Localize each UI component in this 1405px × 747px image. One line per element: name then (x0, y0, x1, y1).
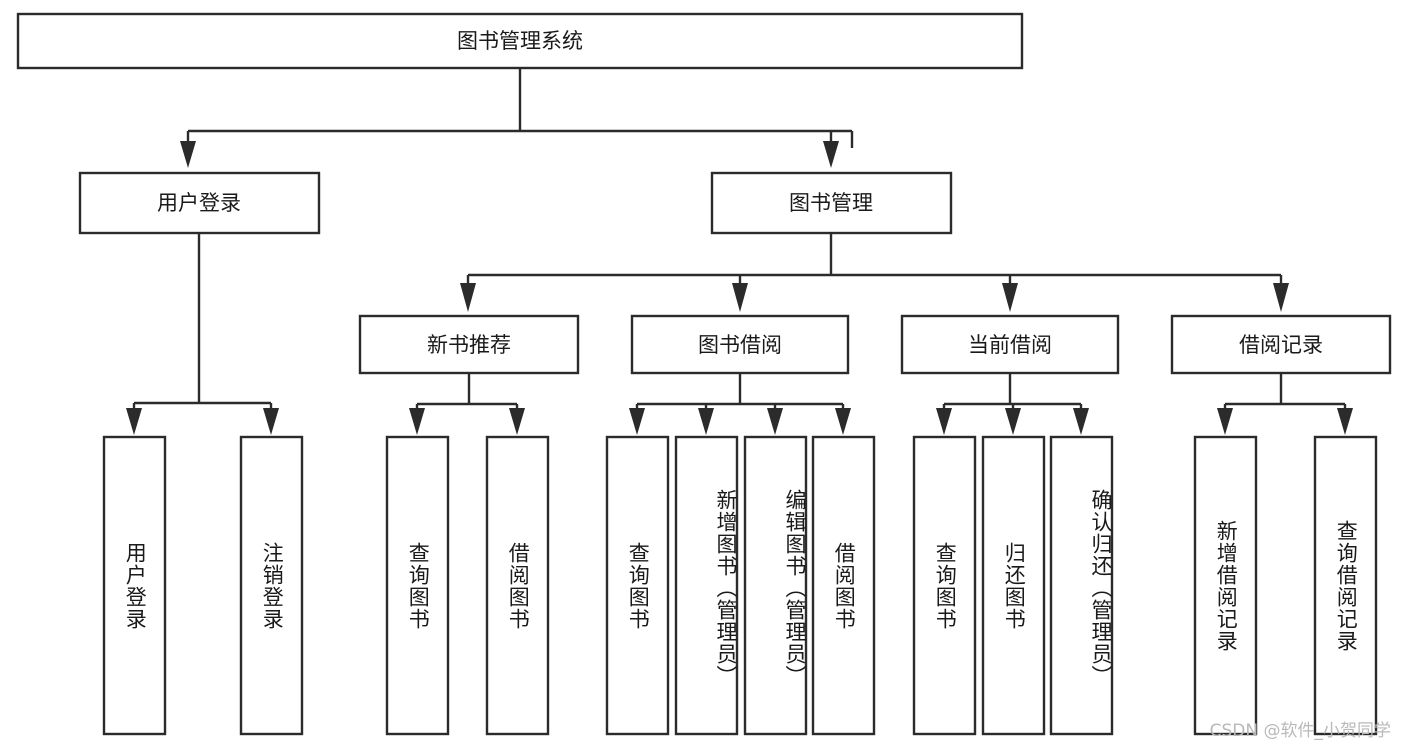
leaf-box-borrow-book-2[interactable] (811, 435, 876, 736)
node-current-borrow[interactable]: 当前借阅 (900, 314, 1120, 375)
node-book-borrow[interactable]: 图书借阅 (630, 314, 850, 375)
node-current-borrow-label: 当前借阅 (968, 333, 1052, 357)
leaf-box-return-book[interactable] (981, 435, 1046, 736)
leaf-box-user-login[interactable] (102, 435, 167, 736)
leaf-boxes (102, 435, 1378, 736)
node-root-label: 图书管理系统 (457, 29, 583, 53)
node-new-book-rec-label: 新书推荐 (427, 333, 511, 357)
node-new-book-rec[interactable]: 新书推荐 (358, 314, 580, 375)
leaf-box-borrow-book-1[interactable] (485, 435, 550, 736)
node-book-borrow-label: 图书借阅 (698, 333, 782, 357)
leaf-box-query-record[interactable] (1313, 435, 1378, 736)
csdn-watermark: CSDN @软件_小贺同学 (1209, 721, 1391, 741)
connector-userlogin-to-leaves (126, 233, 279, 435)
leaf-box-add-record[interactable] (1193, 435, 1258, 736)
node-user-login-label: 用户登录 (157, 191, 241, 215)
node-borrow-record[interactable]: 借阅记录 (1170, 314, 1392, 375)
node-user-login[interactable]: 用户登录 (78, 171, 321, 235)
leaf-box-query-book-1[interactable] (385, 435, 450, 736)
connector-borrowrecord-to-leaves (1217, 373, 1353, 435)
leaf-box-query-book-3[interactable] (912, 435, 977, 736)
node-root[interactable]: 图书管理系统 (16, 12, 1024, 70)
leaf-box-confirm-return[interactable] (1049, 435, 1114, 736)
connector-currentborrow-to-leaves (936, 373, 1089, 435)
connector-root-to-level2 (180, 68, 854, 168)
node-book-manage[interactable]: 图书管理 (710, 171, 953, 235)
leaf-box-edit-book[interactable] (743, 435, 808, 736)
leaf-box-query-book-2[interactable] (605, 435, 670, 736)
node-borrow-record-label: 借阅记录 (1239, 333, 1323, 357)
leaf-box-logout[interactable] (239, 435, 304, 736)
node-book-manage-label: 图书管理 (789, 191, 873, 215)
connector-bookborrow-to-leaves (629, 373, 851, 435)
connector-bookmanage-to-level3 (460, 233, 1289, 312)
leaf-box-add-book[interactable] (674, 435, 739, 736)
connector-newbookrec-to-leaves (409, 373, 525, 435)
